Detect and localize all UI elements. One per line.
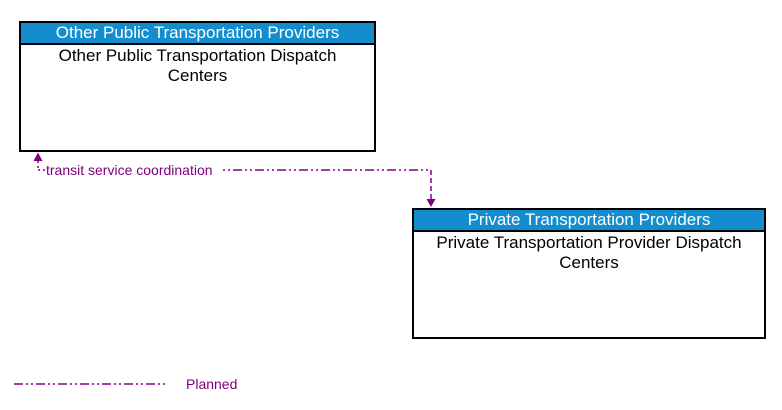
entity-body-other-public-transportation-dispatch-centers: Other Public Transportation Dispatch Cen… <box>58 46 337 85</box>
entity-header-other-public-transportation-providers: Other Public Transportation Providers <box>21 23 374 45</box>
entity-box-other-public-transportation[interactable]: Other Public Transportation Providers Ot… <box>19 21 376 152</box>
entity-header-private-transportation-providers: Private Transportation Providers <box>414 210 764 232</box>
arrowhead-up-icon <box>33 152 43 161</box>
arrowhead-down-icon <box>426 199 436 207</box>
entity-box-private-transportation[interactable]: Private Transportation Providers Private… <box>412 208 766 339</box>
entity-body-private-transportation-provider-dispatch-centers: Private Transportation Provider Dispatch… <box>436 233 742 272</box>
flow-label-transit-service-coordination: transit service coordination <box>46 162 213 178</box>
legend-planned-label: Planned <box>186 376 238 392</box>
